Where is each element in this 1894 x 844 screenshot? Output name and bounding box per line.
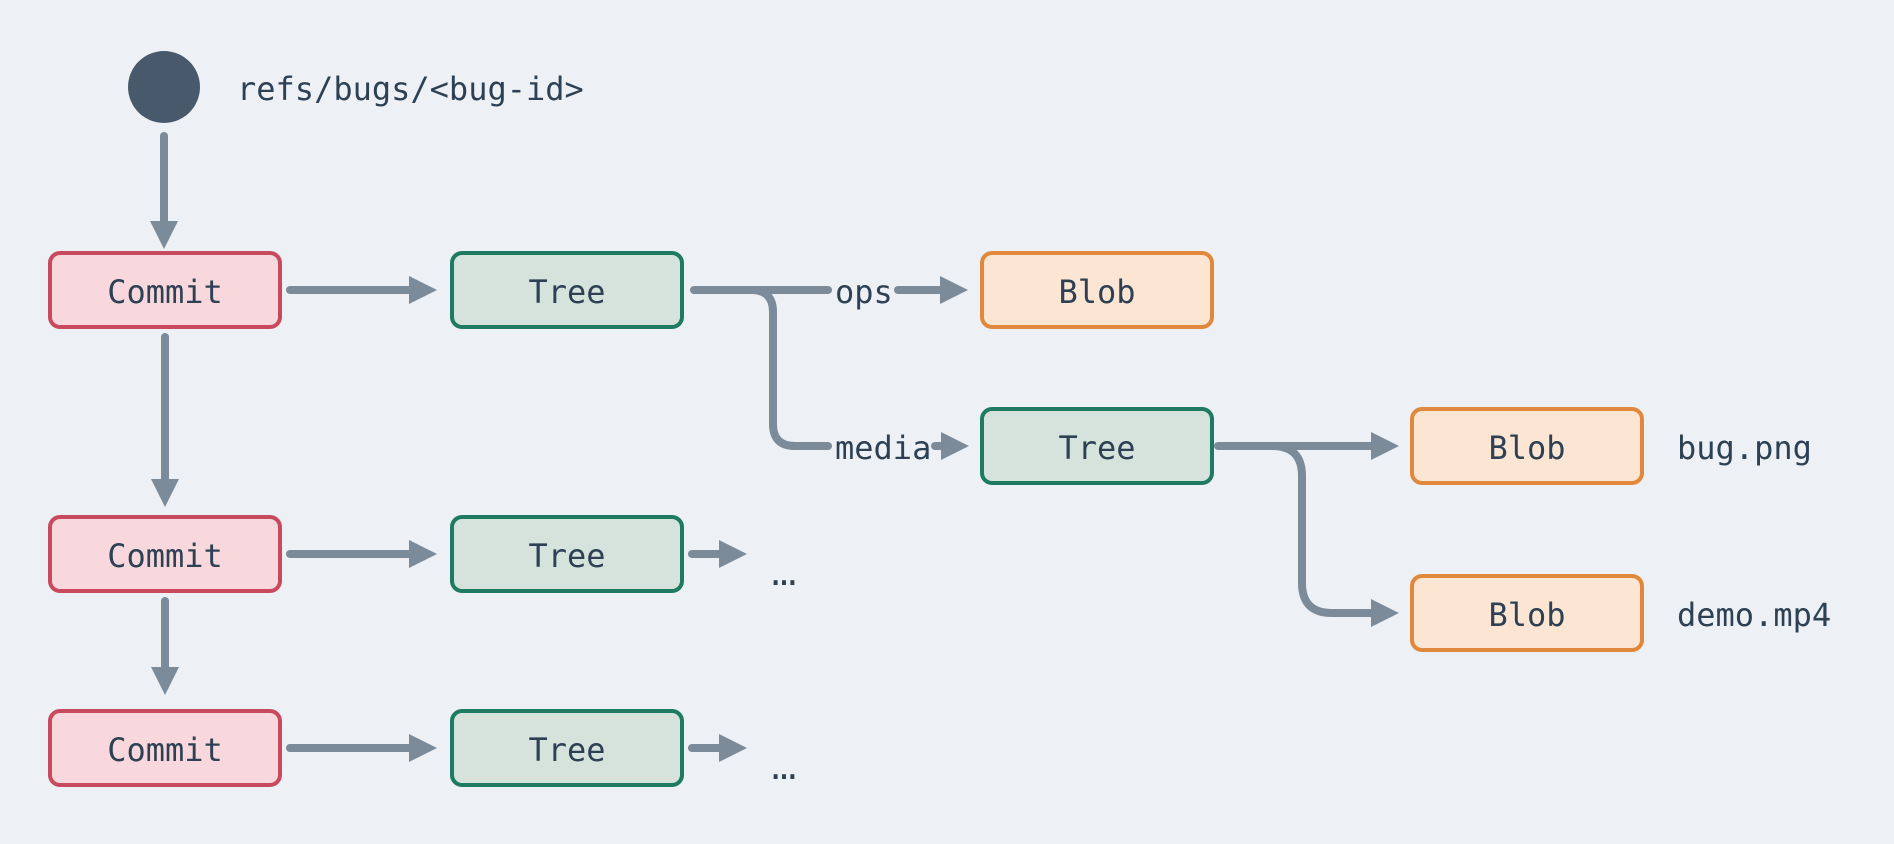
arrow-commit1-to-commit2 [151, 333, 179, 507]
arrow-ref-to-commit1 [150, 132, 178, 249]
arrow-tree3-to-ellipsis [688, 540, 747, 568]
arrow-tree4-to-ellipsis [688, 734, 747, 762]
blob-node-bug-label: Blob [1488, 429, 1565, 467]
edge-tree1-to-media [747, 286, 969, 460]
commit-node-3-label: Commit [107, 731, 223, 769]
arrow-commit1-to-tree1 [286, 276, 437, 304]
commit-node-1: Commit [48, 251, 282, 329]
tree-node-1: Tree [450, 251, 684, 329]
commit-node-2-label: Commit [107, 537, 223, 575]
arrow-commit2-to-tree3 [286, 540, 437, 568]
edge-label-media: media [835, 429, 931, 467]
blob-node-demo-label: Blob [1488, 596, 1565, 634]
commit-node-3: Commit [48, 709, 282, 787]
edge-tree2-to-bug-blob [1214, 432, 1399, 460]
edge-label-ops: ops [835, 273, 893, 311]
blob-node-bug: Blob [1410, 407, 1644, 485]
file-label-demo-mp4: demo.mp4 [1677, 596, 1831, 634]
tree-node-2-label: Tree [1058, 429, 1135, 467]
tree-node-1-label: Tree [528, 273, 605, 311]
commit-node-2: Commit [48, 515, 282, 593]
tree-node-4: Tree [450, 709, 684, 787]
ref-dot [128, 51, 200, 123]
arrow-commit3-to-tree4 [286, 734, 437, 762]
tree-node-3-label: Tree [528, 537, 605, 575]
ref-label: refs/bugs/<bug-id> [237, 70, 584, 108]
blob-node-ops: Blob [980, 251, 1214, 329]
blob-node-demo: Blob [1410, 574, 1644, 652]
tree-node-3: Tree [450, 515, 684, 593]
arrow-commit2-to-commit3 [151, 597, 179, 695]
tree-node-4-label: Tree [528, 731, 605, 769]
ellipsis-after-tree4: ... [766, 749, 802, 787]
tree-node-2: Tree [980, 407, 1214, 485]
ellipsis-after-tree3: ... [766, 555, 802, 593]
file-label-bug-png: bug.png [1677, 429, 1812, 467]
blob-node-ops-label: Blob [1058, 273, 1135, 311]
edge-tree2-to-demo-blob [1268, 442, 1399, 627]
commit-node-1-label: Commit [107, 273, 223, 311]
